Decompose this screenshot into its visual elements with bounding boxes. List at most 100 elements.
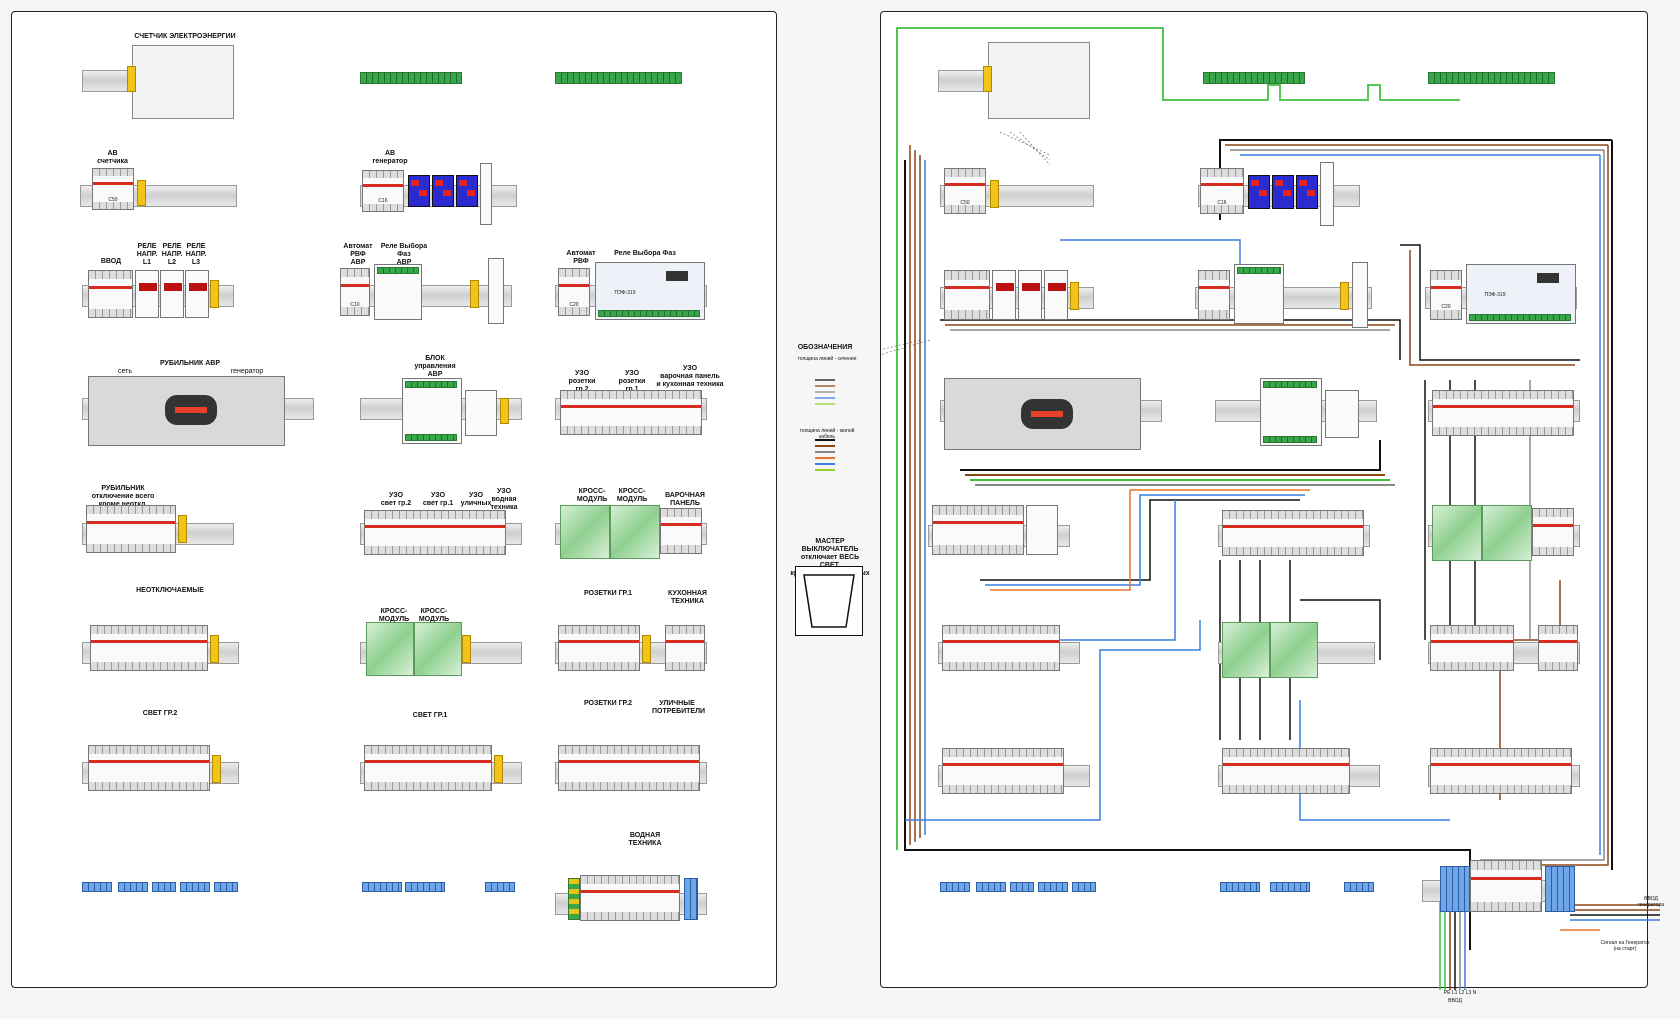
label-uzo-svet2: УЗО свет гр.2 xyxy=(380,492,412,507)
label-uzo-kitchen: УЗО варочная панель и кухонная техника xyxy=(656,365,724,388)
label-rubilnik-all: РУБИЛЬНИК отключение всего кроме неоткл. xyxy=(91,485,155,508)
input-breaker xyxy=(944,270,990,320)
label-cross-module: КРОСС- МОДУЛЬ xyxy=(576,488,608,503)
clamp xyxy=(990,180,999,208)
terminal-block xyxy=(1220,882,1260,892)
breaker-c10 xyxy=(1198,270,1230,320)
breaker-c20 xyxy=(1430,270,1462,320)
breaker-c50 xyxy=(944,168,986,214)
voltage-relay xyxy=(1248,175,1270,209)
voltage-relay-l2 xyxy=(1018,270,1042,320)
breaker-c10 xyxy=(340,268,370,316)
breaker-c16 xyxy=(362,170,404,212)
terminal-block xyxy=(485,882,515,892)
voltage-relay xyxy=(432,175,454,207)
terminal-block xyxy=(1072,882,1096,892)
breaker-row xyxy=(1430,625,1514,671)
contactor xyxy=(465,390,497,436)
terminal-block xyxy=(555,72,682,84)
terminal-block xyxy=(362,882,402,892)
breaker-rating: C50 xyxy=(108,197,118,203)
terminal-block xyxy=(1270,882,1310,892)
contactor xyxy=(480,163,492,225)
contactor xyxy=(1325,390,1359,438)
label-uzo-svet1: УЗО свет гр.1 xyxy=(422,492,454,507)
clamp xyxy=(462,635,471,663)
label-rozetki2: РОЗЕТКИ ГР.2 xyxy=(583,700,633,707)
breaker-row xyxy=(364,745,492,791)
label-relay-l3: РЕЛЕ НАПР. L3 xyxy=(185,243,207,266)
contactor xyxy=(1352,262,1368,328)
label-relay-l1: РЕЛЕ НАПР. L1 xyxy=(136,243,158,266)
legend-title: ОБОЗНАЧЕНИЯ xyxy=(797,344,853,351)
clamp xyxy=(494,755,503,783)
label-cross-module: КРОСС- МОДУЛЬ xyxy=(418,608,450,623)
changeover-switch xyxy=(88,376,285,446)
avr-control-block xyxy=(402,378,462,444)
vvod-label: ВВОД xyxy=(1448,998,1462,1004)
rcd-group xyxy=(560,390,702,435)
breaker-row xyxy=(665,625,705,671)
phase-selector-relay-avr xyxy=(1234,264,1284,324)
voltage-relay-l2 xyxy=(160,270,184,318)
label-neotkl: НЕОТКЛЮЧАЕМЫЕ xyxy=(136,587,204,594)
master-switch[interactable] xyxy=(795,566,863,636)
pef-319-relay xyxy=(595,262,705,320)
vvod-gen-label: ВВОД генератора xyxy=(1637,896,1665,908)
electricity-meter xyxy=(988,42,1090,119)
clamp xyxy=(127,66,136,92)
breaker-row xyxy=(90,625,208,671)
contactor xyxy=(1026,505,1058,555)
legend-note: толщина линий - жилой кабель xyxy=(799,428,855,440)
meter-title: СЧЕТЧИК ЭЛЕКТРОЭНЕРГИИ xyxy=(134,33,236,40)
label-uzo-water: УЗО водная техника xyxy=(490,488,518,511)
label-set: сеть xyxy=(117,368,132,375)
label-cross-module: КРОСС- МОДУЛЬ xyxy=(616,488,648,503)
breaker-rating: C50 xyxy=(960,200,970,206)
clamp xyxy=(178,515,187,543)
master-disconnect xyxy=(932,505,1024,555)
label-relay-l2: РЕЛЕ НАПР. L2 xyxy=(161,243,183,266)
breaker-row xyxy=(580,875,680,921)
label-street: УЛИЧНЫЕ ПОТРЕБИТЕЛИ xyxy=(652,700,706,715)
clamp xyxy=(1340,282,1349,310)
cross-module xyxy=(1222,622,1270,678)
pe-terminal xyxy=(568,878,580,920)
breaker-rating: C16 xyxy=(378,198,388,204)
breaker-row xyxy=(942,748,1064,794)
changeover-switch xyxy=(944,378,1141,450)
pef-label: ПЭФ-319 xyxy=(1484,292,1506,298)
breaker-c16 xyxy=(1200,168,1244,214)
label-rubilnik-avr: РУБИЛЬНИК АВР xyxy=(159,360,221,367)
rcd-group xyxy=(1432,390,1574,436)
voltage-relay xyxy=(1296,175,1318,209)
label-rozetki1: РОЗЕТКИ ГР.1 xyxy=(583,590,633,597)
phase-selector-relay-avr xyxy=(374,264,422,320)
label-uzo-street: УЗО уличных xyxy=(460,492,492,507)
voltage-relay xyxy=(456,175,478,207)
label-rele-vybora: Реле Выбора Фаз xyxy=(614,250,676,257)
right-panel xyxy=(880,11,1648,988)
terminal-block xyxy=(152,882,176,892)
clamp xyxy=(1070,282,1079,310)
terminal-block xyxy=(1010,882,1034,892)
terminal-block xyxy=(976,882,1006,892)
terminal-block xyxy=(1203,72,1305,84)
breaker xyxy=(1532,508,1574,556)
breaker-rating: C20 xyxy=(569,302,579,308)
breaker-c20 xyxy=(558,268,590,316)
pef-319-relay xyxy=(1466,264,1576,324)
voltage-relay xyxy=(408,175,430,207)
voltage-relay-l1 xyxy=(135,270,159,318)
label-kuhonnaya: КУХОННАЯ ТЕХНИКА xyxy=(668,590,707,605)
clamp xyxy=(137,180,146,206)
contactor xyxy=(1320,162,1334,226)
voltage-relay-l1 xyxy=(992,270,1016,320)
cross-module xyxy=(1432,505,1482,561)
breaker xyxy=(660,508,702,554)
label-rele-vybora-avr: Реле Выбора Фаз АВР xyxy=(380,243,428,266)
voltage-relay-l3 xyxy=(1044,270,1068,320)
cross-module xyxy=(1270,622,1318,678)
terminal-block xyxy=(82,882,112,892)
clamp xyxy=(470,280,479,308)
